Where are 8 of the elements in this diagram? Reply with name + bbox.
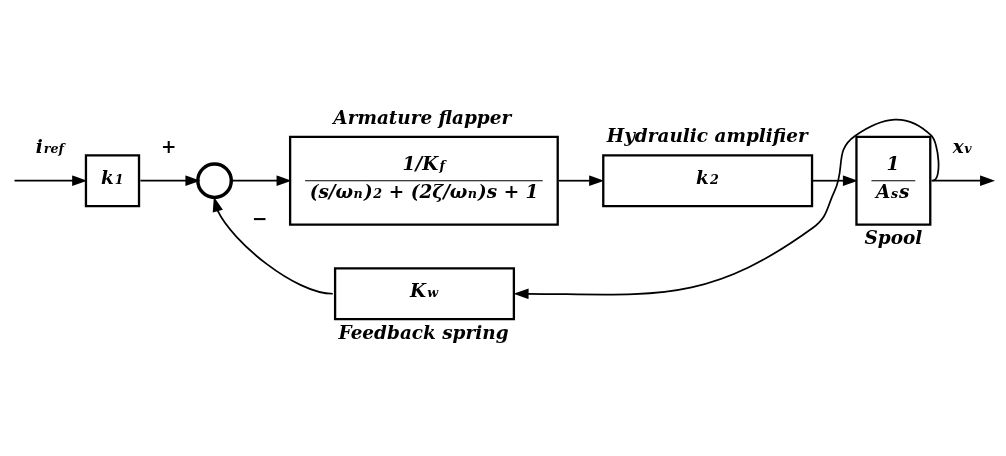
- node-label: Armature flapper: [332, 106, 511, 128]
- node-label: Feedback spring: [338, 321, 509, 343]
- node-label: Hydraulic amplifier: [606, 125, 808, 147]
- edge-label: iref: [35, 135, 64, 157]
- edge-label: −: [251, 208, 267, 230]
- node-label: Spool: [864, 226, 922, 248]
- edge-label: +: [160, 135, 176, 157]
- edge-label: xv: [952, 135, 972, 157]
